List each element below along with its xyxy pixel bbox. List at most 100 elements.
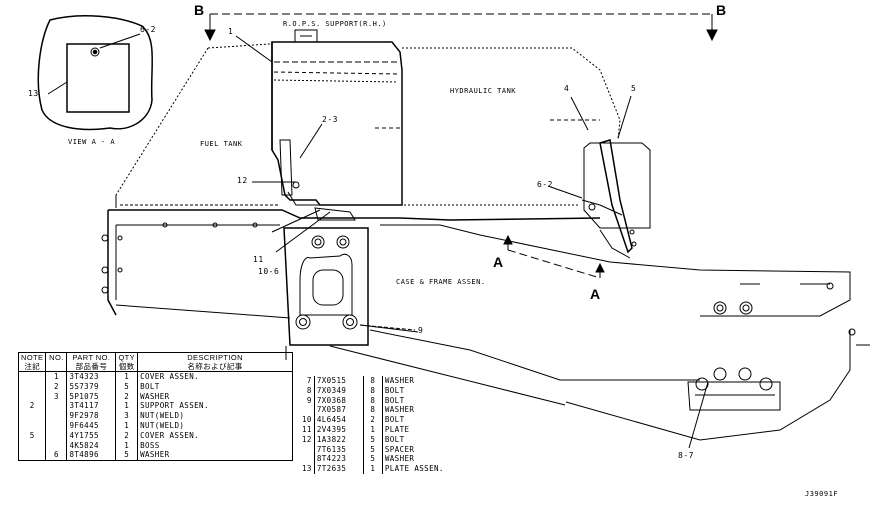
callout-10-6: 10-6: [258, 267, 280, 276]
table-cell-desc: COVER ASSEN.: [140, 372, 200, 381]
table-cell-desc: WASHER: [140, 391, 170, 401]
table-cell-part: 7X0349: [314, 385, 364, 396]
table-cell-part: 9F2978: [66, 411, 117, 421]
case-frame-label: CASE & FRAME ASSEN.: [396, 278, 486, 286]
table-cell-part: 3T4323: [66, 371, 117, 382]
table-cell-desc: BOLT: [140, 381, 160, 391]
table-cell-no: 8: [300, 385, 315, 396]
table-cell-part: 4Y1755: [66, 430, 117, 441]
table-cell-desc: BOLT: [384, 415, 405, 425]
table-cell-qty: 1: [363, 424, 383, 435]
table-cell-no: 7: [300, 376, 315, 386]
section-a-lower-label: A: [590, 286, 601, 302]
section-line-b: [204, 13, 718, 42]
table-cell-note: [18, 450, 47, 461]
table-cell-no: 2: [45, 381, 68, 392]
table-cell-qty: 2: [115, 430, 139, 441]
callout-1: 1: [228, 27, 234, 36]
table-cell-desc: NUT(WELD): [140, 411, 185, 421]
table-cell-desc: SUPPORT ASSEN.: [140, 401, 209, 411]
table-cell-no: [45, 401, 68, 412]
table-cell-desc: WASHER: [384, 405, 415, 415]
table-cell-no: [45, 430, 68, 441]
section-line-a: [503, 234, 605, 279]
callout-12: 12: [237, 176, 248, 185]
support-plate: [283, 207, 416, 346]
table-cell-part: 5S7379: [66, 381, 117, 392]
table-cell-desc: COVER ASSEN.: [140, 430, 200, 440]
table-cell-part: 8T4896: [66, 450, 117, 461]
table-cell-qty: 2: [115, 391, 139, 402]
table-cell-qty: 5: [363, 444, 383, 455]
table-cell-part: 7T2635: [314, 464, 364, 474]
header-no: NO.: [45, 352, 68, 372]
table-cell-note: [18, 391, 47, 402]
section-b-left-label: B: [194, 2, 205, 18]
table-cell-desc: BOLT: [384, 434, 405, 444]
callout-8-7: 8-7: [678, 451, 694, 460]
table-cell-qty: 1: [363, 464, 383, 474]
table-cell-note: 5: [18, 430, 47, 441]
section-a-upper-label: A: [493, 254, 504, 270]
table-cell-no: 11: [300, 424, 315, 435]
case-frame: [101, 204, 870, 441]
table-cell-part: 7X0515: [314, 376, 364, 386]
table-cell-note: [18, 371, 47, 382]
table-cell-qty: 3: [115, 411, 139, 421]
table-cell-qty: 5: [363, 434, 383, 445]
table-cell-no: 6: [45, 450, 68, 461]
table-cell-qty: 1: [115, 371, 139, 382]
table-cell-no: 10: [300, 415, 315, 425]
table-cell-desc: PLATE: [384, 424, 410, 434]
cut-line: [329, 345, 566, 406]
rops-bracket: [581, 139, 651, 259]
table-cell-part: 1A3822: [314, 434, 364, 445]
table-cell-qty: 1: [115, 420, 139, 431]
table-cell-note: [18, 381, 47, 392]
leader-lines: [235, 35, 709, 449]
table-cell-qty: 8: [363, 395, 383, 406]
table-cell-part: 8T4223: [314, 454, 364, 465]
table-cell-qty: 5: [363, 454, 383, 465]
fuel-tank-region: [115, 43, 271, 208]
lower-detail: [687, 367, 781, 411]
table-cell-no: [300, 405, 315, 416]
callout-6-2-inset: 6-2: [140, 25, 156, 34]
table-cell-qty: 5: [115, 450, 139, 461]
table-cell-part: 2V4395: [314, 424, 364, 435]
table-cell-desc: WASHER: [384, 376, 415, 385]
table-cell-desc: PLATE ASSEN.: [384, 464, 444, 474]
table-cell-desc: BOLT: [384, 395, 405, 405]
hydraulic-tank-region: [375, 47, 621, 206]
table-cell-no: [300, 454, 315, 465]
drawing-number: J39091F: [805, 490, 839, 498]
table-cell-desc: BOSS: [140, 440, 160, 450]
table-cell-part: 7X0587: [314, 405, 364, 416]
hydraulic-tank-label: HYDRAULIC TANK: [450, 87, 517, 95]
section-b-right-label: B: [716, 2, 727, 18]
table-cell-note: [18, 411, 47, 421]
callout-5: 5: [631, 84, 637, 93]
table-cell-no: [45, 440, 68, 451]
header-part-no: PART NO.部品番号: [66, 352, 117, 372]
callout-13: 13: [28, 89, 39, 98]
table-cell-no: 9: [300, 395, 315, 406]
table-cell-part: 9F6445: [66, 420, 117, 431]
